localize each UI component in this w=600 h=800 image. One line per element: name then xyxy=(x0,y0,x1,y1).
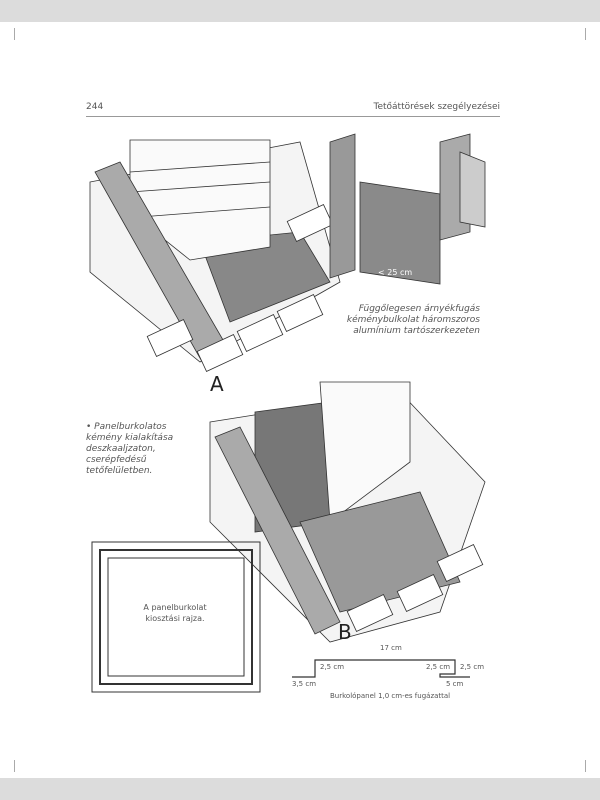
header-rule xyxy=(86,116,500,117)
profile-left-step: 2,5 cm xyxy=(320,663,345,671)
plan-caption: A panelburkolat kiosztási rajza. xyxy=(143,603,207,623)
profile-caption: Burkolópanel 1,0 cm-es fugázattal xyxy=(330,692,451,700)
figure-b-label: B xyxy=(338,620,352,644)
running-title: Tetőáttörések szegélyezései xyxy=(373,102,500,112)
drawing-panel-profile xyxy=(329,133,486,285)
drawing-b xyxy=(209,381,486,643)
book-page: 244 Tetőáttörések szegélyezései < 25 cm … xyxy=(0,22,600,778)
page-number: 244 xyxy=(86,102,104,112)
dimension-label: < 25 cm xyxy=(378,268,413,277)
figure-a-caption: Függőlegesen árnyékfugás kéménybulkolat … xyxy=(346,304,480,336)
profile-right-flange: 5 cm xyxy=(446,680,464,688)
profile-right-step: 2,5 cm xyxy=(426,663,451,671)
figure-a-label: A xyxy=(210,372,224,396)
profile-width: 17 cm xyxy=(380,644,402,652)
drawing-a xyxy=(89,139,341,372)
profile-drawing xyxy=(292,659,470,678)
profile-right-return: 2,5 cm xyxy=(460,663,485,671)
plan-drawing xyxy=(91,541,261,693)
side-note: • Panelburkolatos kémény kialakítása des… xyxy=(86,422,174,476)
profile-left-flange: 3,5 cm xyxy=(292,680,317,688)
technical-drawings xyxy=(89,133,486,693)
